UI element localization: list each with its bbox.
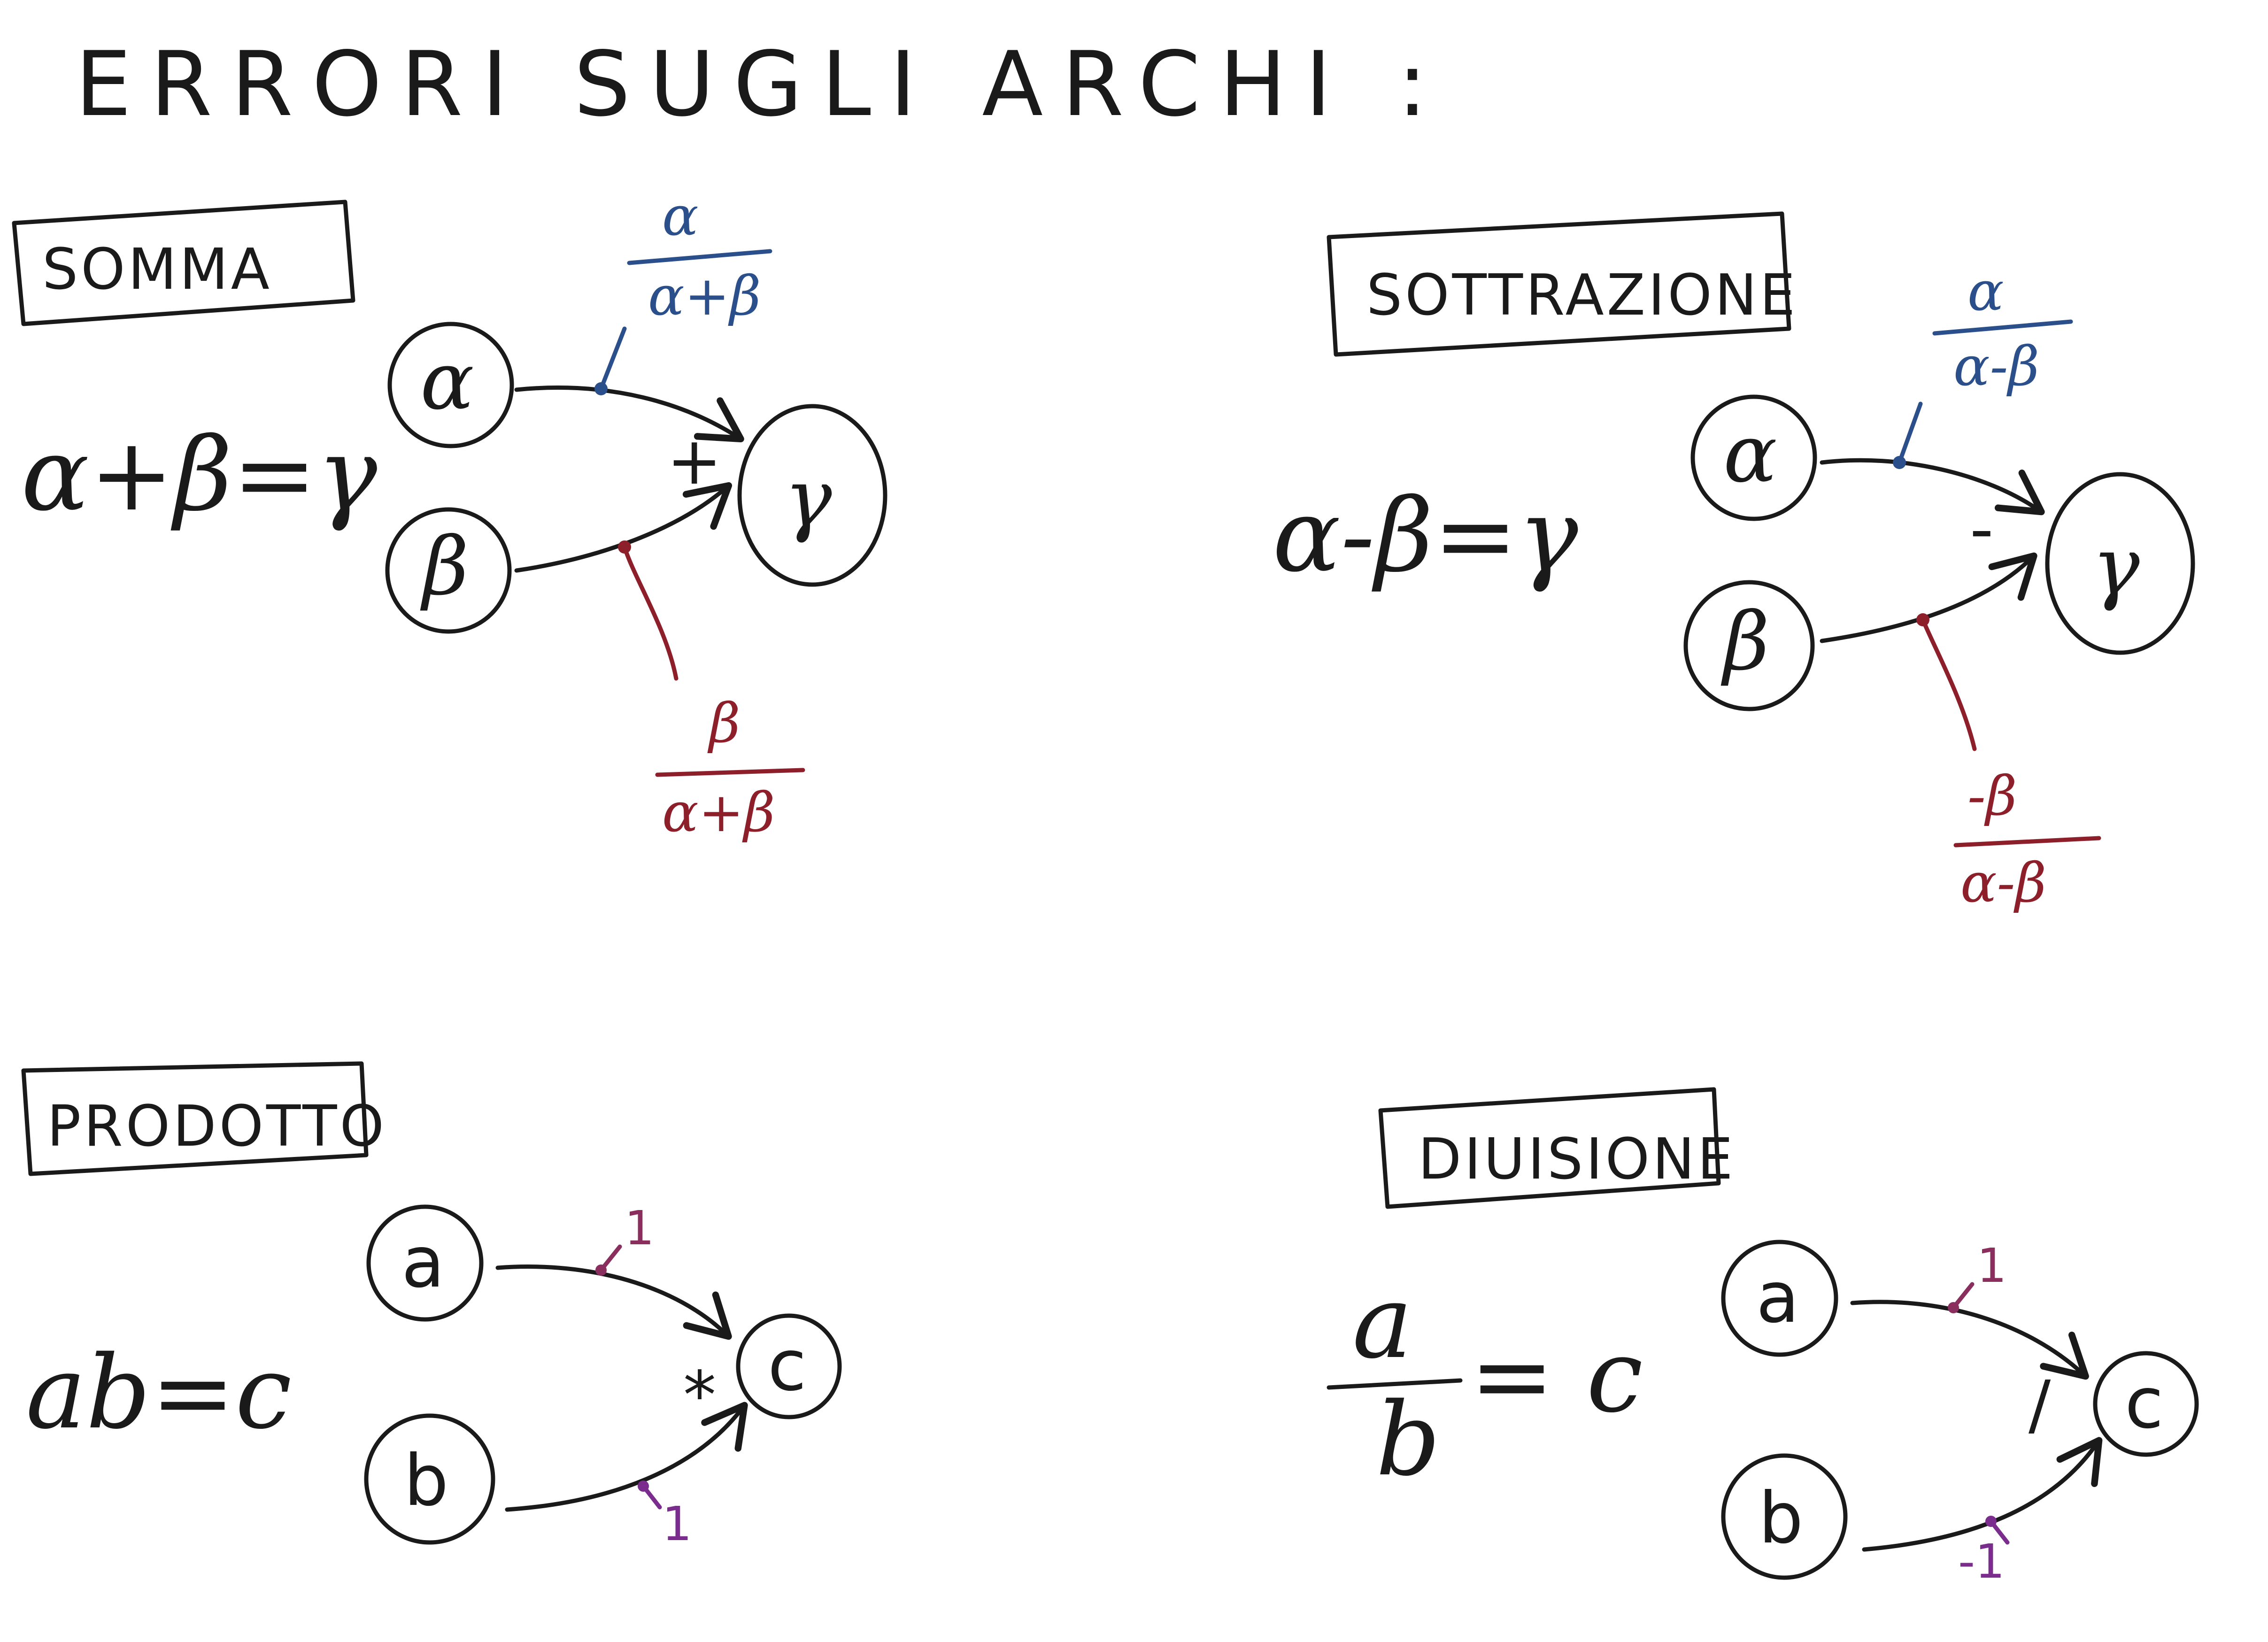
somma-node-gamma: [737, 404, 887, 587]
somma-arc-alpha: [514, 385, 744, 443]
sottrazione-err-beta-num: -β: [1967, 765, 2017, 828]
divisione-operator: /: [2029, 1367, 2051, 1443]
sottrazione-arc-beta: [1820, 552, 2037, 643]
prodotto-weight-b: 1: [662, 1496, 692, 1551]
divisione-eq-num: a: [1352, 1263, 1412, 1381]
page-title: ERRORI SUGLI ARCHI :: [75, 32, 1446, 136]
sottrazione-arc-alpha: [1820, 458, 2045, 516]
sottrazione-node-gamma: [2045, 472, 2195, 655]
prodotto-equation: ab=c: [26, 1334, 292, 1451]
sottrazione-node-beta: [1683, 580, 1815, 711]
sottrazione-err-beta-den: α-β: [1960, 852, 2046, 915]
divisione-weight-b: -1: [1958, 1534, 2005, 1589]
prodotto-node-c: [736, 1313, 842, 1419]
somma-operator: +: [667, 423, 722, 500]
divisione-eq-rhs: = c: [1470, 1317, 1643, 1435]
prodotto-node-a-label: a: [401, 1222, 445, 1303]
sottrazione-node-beta-label: β: [1720, 595, 1769, 688]
prodotto-node-a: [366, 1204, 484, 1322]
prodotto-weight-a-tick: [599, 1244, 622, 1272]
sottrazione-node-alpha-label: α: [1723, 408, 1777, 501]
somma-equation: α+β=γ: [21, 416, 378, 533]
prodotto-arc-a: [495, 1264, 732, 1340]
divisione-weight-a: 1: [1977, 1238, 2007, 1293]
somma-node-beta-label: β: [420, 520, 469, 613]
divisione-weight-b-tick: [1989, 1519, 2010, 1545]
prodotto-arc-b: [505, 1402, 748, 1512]
somma-err-beta-leader: [622, 545, 679, 681]
somma-err-beta-num: β: [707, 692, 740, 755]
prodotto-weight-a: 1: [625, 1201, 655, 1256]
sottrazione-operator: -: [1970, 491, 1994, 568]
sottrazione-err-alpha-bar: [1932, 319, 2073, 336]
divisione-node-c: [2093, 1351, 2199, 1457]
somma-arc-beta: [514, 482, 733, 573]
divisione-node-a: [1721, 1240, 1838, 1357]
somma-label-box: [12, 200, 355, 326]
divisione-eq-bar: [1327, 1378, 1463, 1390]
somma-label: SOMMA: [42, 237, 272, 302]
divisione-weight-a-tick: [1951, 1282, 1975, 1310]
somma-err-alpha-leader: [599, 326, 627, 391]
sottrazione-label: SOTTRAZIONE: [1366, 263, 1798, 328]
prodotto-operator: *: [683, 1357, 716, 1434]
divisione-node-b: [1721, 1453, 1848, 1580]
divisione-arc-b: [1862, 1437, 2103, 1552]
somma-node-alpha: [387, 322, 514, 448]
sottrazione-section: SOTTRAZIONE α-β=γ α β γ - α α-β -β α-β: [1273, 211, 2195, 915]
prodotto-node-c-label: c: [768, 1325, 806, 1407]
sottrazione-err-alpha-leader: [1897, 401, 1923, 465]
somma-node-alpha-label: α: [420, 335, 474, 428]
prodotto-weight-b-tick: [641, 1484, 662, 1510]
divisione-node-b-label: b: [1759, 1478, 1803, 1559]
somma-err-alpha-den: α+β: [648, 265, 761, 328]
somma-node-beta: [385, 507, 512, 634]
sottrazione-node-alpha: [1690, 394, 1817, 521]
somma-node-gamma-label: γ: [784, 452, 832, 545]
somma-err-alpha-bar: [627, 249, 772, 265]
sottrazione-err-beta-bar: [1953, 836, 2101, 848]
divisione-arc-a: [1850, 1300, 2089, 1380]
somma-err-alpha-num: α: [662, 185, 699, 248]
sottrazione-err-alpha-num: α: [1967, 260, 2004, 323]
prodotto-section: PRODOTTO ab=c a b c * 1 1: [21, 1061, 842, 1551]
divisione-node-c-label: c: [2125, 1363, 2163, 1444]
prodotto-node-b: [364, 1413, 495, 1545]
sottrazione-label-box: [1327, 211, 1791, 357]
somma-err-beta-bar: [655, 768, 805, 777]
divisione-section: DIUISIONE a b = c a b c / 1 -1: [1327, 1087, 2199, 1589]
sottrazione-node-gamma-label: γ: [2092, 520, 2140, 613]
divisione-node-a-label: a: [1756, 1257, 1799, 1339]
somma-err-beta-den: α+β: [662, 781, 775, 844]
divisione-label-box: [1378, 1087, 1721, 1209]
prodotto-label-box: [21, 1061, 369, 1176]
divisione-label: DIUISIONE: [1418, 1127, 1736, 1192]
prodotto-label: PRODOTTO: [47, 1094, 387, 1159]
prodotto-node-b-label: b: [404, 1440, 448, 1522]
divisione-eq-den: b: [1376, 1380, 1441, 1498]
sottrazione-err-beta-leader: [1921, 617, 1977, 751]
sottrazione-equation: α-β=γ: [1273, 477, 1578, 594]
somma-section: SOMMA α+β=γ α β γ + α α+β β α+β: [12, 185, 887, 844]
sottrazione-err-alpha-den: α-β: [1953, 335, 2039, 398]
